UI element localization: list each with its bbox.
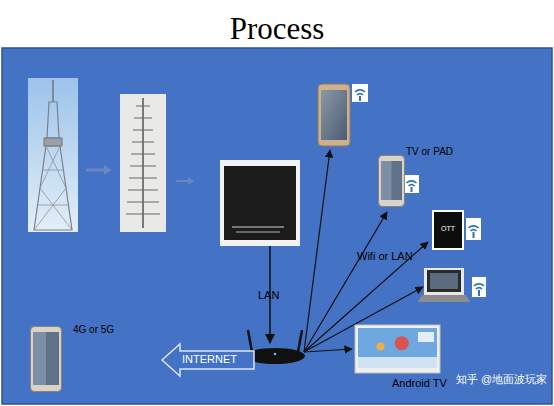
phone-screen xyxy=(321,90,347,140)
tv-balloon xyxy=(377,343,385,351)
node-label: OTT xyxy=(432,225,464,233)
connection-label: Wifi or LAN xyxy=(357,250,413,262)
router-antenna xyxy=(298,330,302,352)
watermark: 知乎 @地面波玩家 xyxy=(456,373,547,385)
tower-upper xyxy=(47,102,59,138)
wifi-waves xyxy=(469,226,479,231)
ott-box: OTT xyxy=(432,210,464,250)
wifi-stem xyxy=(478,290,480,296)
laptop-screen xyxy=(427,270,461,292)
node-label: 4G or 5G xyxy=(73,324,114,335)
wifi-waves xyxy=(474,284,484,289)
tv-screen xyxy=(358,328,437,368)
node-label: TV or PAD xyxy=(406,146,453,157)
node-label: Android TV xyxy=(392,377,447,389)
laptop xyxy=(418,268,470,302)
node-shape xyxy=(355,325,440,373)
arrow-shaft xyxy=(176,180,188,182)
tv-balloon xyxy=(395,336,409,350)
wifi-stem xyxy=(473,232,475,238)
tower-lattice xyxy=(34,146,72,230)
receiver-print xyxy=(232,226,284,228)
tablet-device: TV or PAD xyxy=(378,155,405,207)
tower-deck xyxy=(44,138,62,146)
laptop-display xyxy=(430,273,458,289)
arrow-shaft xyxy=(86,169,104,172)
lan-label: LAN xyxy=(258,289,279,301)
mobile-phone: 4G or 5G xyxy=(30,326,62,392)
antenna-elements xyxy=(126,106,160,214)
tower-base xyxy=(34,146,72,230)
receiver-box xyxy=(220,160,300,246)
wifi-icon xyxy=(404,175,419,193)
tv-frame xyxy=(355,325,440,373)
background-panel xyxy=(2,48,552,404)
wifi-icon xyxy=(466,218,481,240)
phone-body xyxy=(318,84,350,146)
receiver-body xyxy=(224,166,296,240)
tv-ground xyxy=(358,357,437,368)
wifi-tile xyxy=(466,218,481,240)
antenna-photo xyxy=(120,94,166,232)
tower-photo xyxy=(28,78,78,232)
smartphone xyxy=(318,84,350,146)
wifi-waves xyxy=(355,90,365,95)
arrow-head xyxy=(104,165,112,175)
laptop-photo xyxy=(424,268,464,295)
ott-frame xyxy=(432,210,464,250)
receiver-photo xyxy=(220,160,300,246)
tower-mast xyxy=(52,80,54,102)
android-tv: Android TV xyxy=(355,325,440,373)
node-shape xyxy=(378,155,405,207)
phone-screen xyxy=(33,332,59,385)
node-shape xyxy=(30,326,62,392)
link-arrow xyxy=(304,349,352,352)
phone-body xyxy=(379,156,405,207)
phone-body xyxy=(31,327,62,392)
wifi-icon xyxy=(472,277,486,297)
wifi-waves xyxy=(407,181,417,186)
wifi-tile xyxy=(472,277,486,297)
laptop-base xyxy=(418,295,470,302)
wifi-stem xyxy=(359,96,361,101)
phone-glare xyxy=(381,161,392,200)
diagram-title: Process xyxy=(0,12,554,46)
wifi-icon xyxy=(352,84,368,102)
tv-widget xyxy=(418,332,434,342)
router-led xyxy=(274,353,277,356)
node-label: INTERNET xyxy=(182,353,237,365)
phone-screen xyxy=(381,161,402,200)
phone-glare xyxy=(33,332,46,385)
arrow-head xyxy=(188,177,194,185)
wifi-tile xyxy=(352,84,368,102)
link-arrow xyxy=(304,150,330,352)
wifi-stem xyxy=(411,187,413,192)
flow-arrow xyxy=(176,177,194,185)
wifi-tile xyxy=(404,175,419,193)
wifi-links xyxy=(304,150,428,352)
receiver-print xyxy=(236,231,280,233)
internet-arrow: INTERNET xyxy=(160,343,256,377)
broadcast-tower xyxy=(28,78,78,232)
router-antenna xyxy=(248,330,252,352)
block-arrow xyxy=(162,344,254,376)
yagi-antenna xyxy=(120,94,166,232)
flow-arrow xyxy=(86,165,112,175)
